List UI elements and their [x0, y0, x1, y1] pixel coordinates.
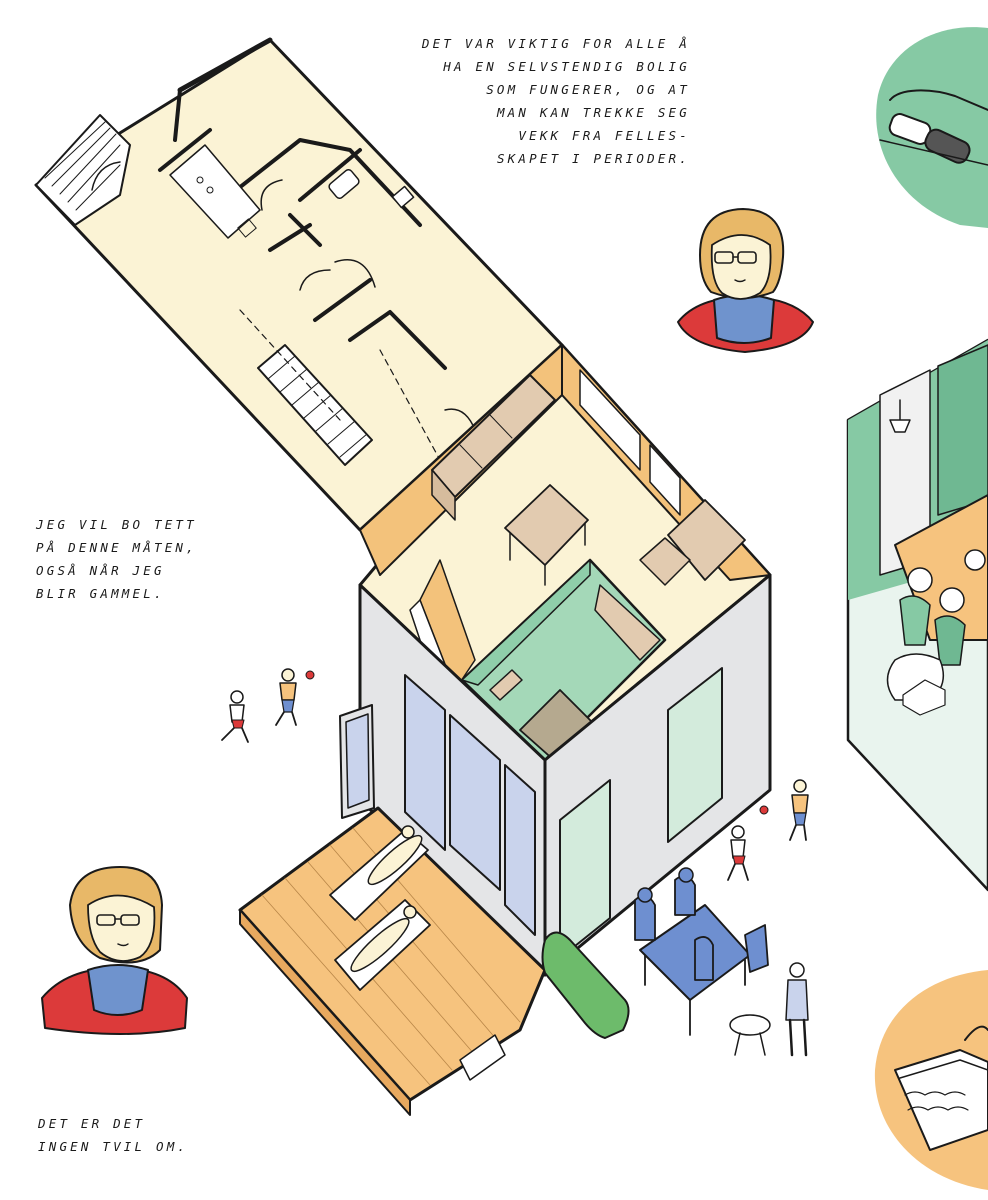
caption-line: DET ER DET [38, 1116, 146, 1131]
vignette-middle-right [846, 338, 988, 892]
garden-table [634, 867, 769, 1036]
hedge [541, 931, 630, 1039]
caption-line: BLIR GAMMEL. [36, 586, 165, 601]
caption-line: HA EN SELVSTENDIG BOLIG [443, 59, 690, 74]
children-playing [221, 668, 809, 881]
caption-line: VEKK FRA FELLES- [518, 128, 690, 143]
caption-top: DET VAR VIKTIG FOR ALLE Å HA EN SELVSTEN… [345, 32, 690, 170]
portrait-top [677, 208, 814, 353]
portrait-bottom [41, 866, 188, 1035]
deck [238, 806, 547, 1116]
vignette-top-right [876, 27, 988, 228]
caption-line: DET VAR VIKTIG FOR ALLE Å [421, 36, 690, 51]
vignette-bottom-right [874, 970, 988, 1190]
grill-person [729, 962, 809, 1057]
caption-line: JEG VIL BO TETT [36, 517, 197, 532]
caption-left: JEG VIL BO TETT PÅ DENNE MÅTEN, OGSÅ NÅR… [36, 513, 197, 605]
house [339, 343, 772, 977]
caption-line: SOM FUNGERER, OG AT [486, 82, 690, 97]
floor-plan [34, 37, 564, 532]
caption-line: SKAPET I PERIODER. [496, 151, 690, 166]
caption-line: PÅ DENNE MÅTEN, [36, 540, 197, 555]
caption-line: INGEN TVIL OM. [38, 1139, 189, 1154]
caption-bottom: DET ER DET INGEN TVIL OM. [38, 1112, 188, 1158]
caption-line: MAN KAN TREKKE SEG [496, 105, 690, 120]
caption-line: OGSÅ NÅR JEG [36, 563, 165, 578]
